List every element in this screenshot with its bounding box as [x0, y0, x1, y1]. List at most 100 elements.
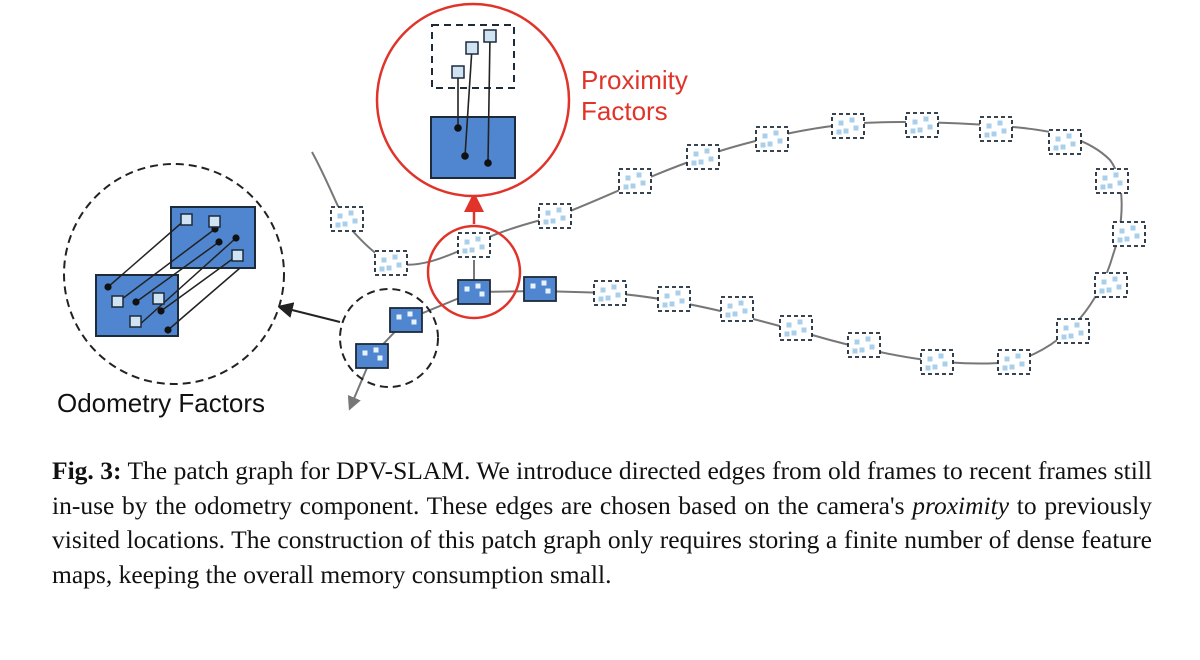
patch-square	[1116, 284, 1122, 290]
old-keyframe	[374, 250, 408, 276]
patch-square	[600, 287, 606, 293]
patch-square	[1130, 225, 1136, 231]
patch-square	[615, 292, 621, 298]
patch-square	[381, 257, 387, 263]
patch-square	[1101, 279, 1107, 285]
patch-square	[784, 331, 790, 337]
old-keyframe	[997, 349, 1031, 375]
patch-square	[543, 219, 549, 225]
patch-square	[352, 218, 358, 224]
old-keyframe	[720, 296, 754, 322]
patch-square	[392, 254, 398, 260]
patch-square	[738, 300, 744, 306]
old-keyframe	[779, 315, 813, 341]
patch-square	[556, 207, 562, 213]
patch-square	[1119, 228, 1125, 234]
patch-square	[1053, 145, 1059, 151]
old-keyframe	[657, 286, 691, 312]
old-keyframe	[979, 116, 1013, 142]
patch-square	[984, 132, 990, 138]
patch-square	[362, 350, 368, 356]
patch-square	[464, 239, 470, 245]
patch-square	[917, 127, 923, 133]
patch-square	[1134, 233, 1140, 239]
patch-square	[910, 128, 916, 134]
proximity-junction-circle	[426, 224, 522, 320]
patch-square	[742, 308, 748, 314]
patch-square	[927, 124, 933, 130]
proximity-factors-label-line1: Proximity	[581, 65, 688, 95]
patch-square	[843, 128, 849, 134]
patch-square	[1009, 364, 1015, 370]
patch-square	[1124, 236, 1130, 242]
patch-square	[1074, 322, 1080, 328]
patch-square	[479, 291, 485, 297]
patch-square	[605, 295, 611, 301]
patch-square	[669, 301, 675, 307]
patch-square	[1102, 175, 1108, 181]
patch-square	[1068, 333, 1074, 339]
patch-square	[767, 141, 773, 147]
patch-square	[925, 365, 931, 371]
patch-square	[859, 347, 865, 353]
patch-square	[396, 262, 402, 268]
proximity-zoom-inset	[375, 2, 571, 198]
proximity-factors-label-line2: Factors	[581, 96, 668, 126]
patch-square	[550, 218, 556, 224]
patch-square	[777, 138, 783, 144]
patch-square	[760, 142, 766, 148]
patch-square	[560, 215, 566, 221]
patch-square	[693, 151, 699, 157]
patch-square	[1001, 128, 1007, 134]
patch-square	[854, 339, 860, 345]
patch-square	[479, 244, 485, 250]
patch-square	[348, 210, 354, 216]
trajectory-incoming-tail	[311, 151, 476, 266]
patch-square	[698, 159, 704, 165]
patch-square	[377, 355, 383, 361]
caption-line-3a: on the camera's	[744, 490, 905, 520]
patch-square	[1061, 334, 1067, 340]
caption-line-5: overall memory consumption small.	[243, 559, 612, 589]
patch-square	[396, 314, 402, 320]
patch-square	[545, 210, 551, 216]
odometry-zoom-inset	[63, 163, 285, 385]
patch-square	[1117, 180, 1123, 186]
patch-square	[762, 133, 768, 139]
caption-line-2: to recent frames still in-use by the odo…	[52, 456, 1153, 520]
patch-square	[1004, 356, 1010, 362]
patch-square	[1019, 361, 1025, 367]
patch-square	[852, 348, 858, 354]
patch-square	[732, 311, 738, 317]
patch-square	[725, 312, 731, 318]
patch-square	[545, 288, 551, 294]
old-keyframe	[1094, 272, 1128, 298]
old-keyframe	[1112, 221, 1146, 247]
caption-emphasis-proximity: proximity	[912, 490, 1010, 520]
old-keyframe	[905, 112, 939, 138]
patch-square	[786, 322, 792, 328]
patch-square	[1066, 133, 1072, 139]
patch-square	[598, 296, 604, 302]
patch-square	[625, 175, 631, 181]
patch-square	[932, 364, 938, 370]
old-keyframe	[755, 126, 789, 152]
patch-square	[342, 221, 348, 227]
patch-square	[1107, 183, 1113, 189]
patch-square	[927, 356, 933, 362]
caption-line-1: The patch graph for DPV-SLAM. We introdu…	[127, 456, 937, 485]
patch-square	[337, 213, 343, 219]
patch-square	[469, 247, 475, 253]
patch-square	[630, 183, 636, 189]
patch-square	[791, 330, 797, 336]
old-keyframe	[457, 232, 491, 258]
patch-square	[991, 131, 997, 137]
patch-square	[1117, 237, 1123, 243]
odometry-group-circle	[339, 288, 439, 388]
patch-square	[411, 319, 417, 325]
patch-square	[1078, 330, 1084, 336]
patch-square	[530, 283, 536, 289]
old-keyframe	[1056, 318, 1090, 344]
recent-keyframes	[355, 276, 557, 369]
patch-square	[373, 347, 379, 353]
